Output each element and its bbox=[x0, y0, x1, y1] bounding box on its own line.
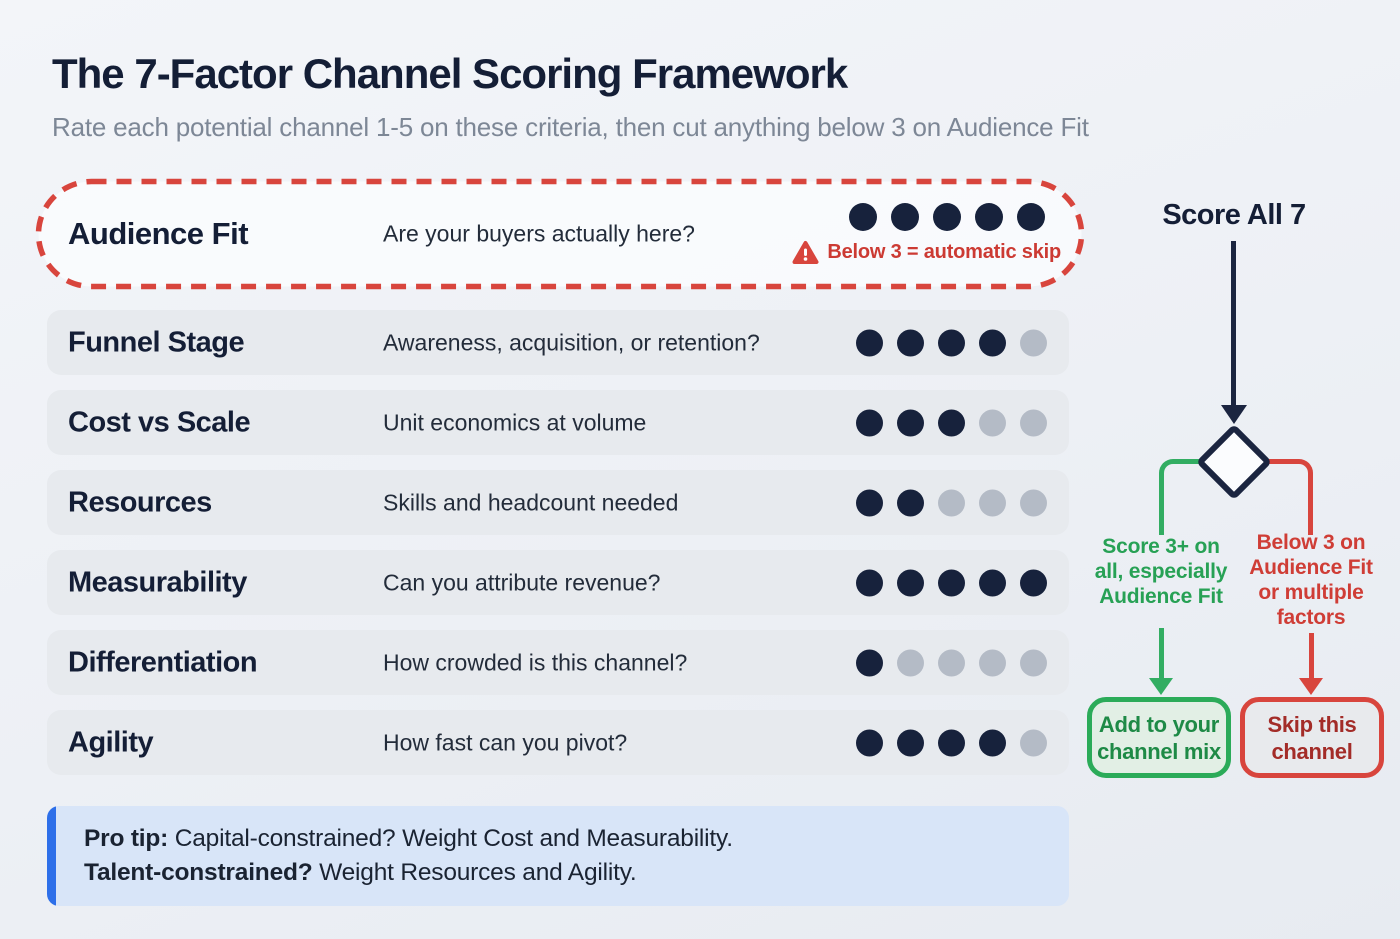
score-dot-filled bbox=[975, 203, 1003, 231]
score-dot-filled bbox=[856, 489, 883, 516]
score-dot-filled bbox=[897, 409, 924, 436]
score-dot-empty bbox=[938, 649, 965, 676]
red-arrow-line bbox=[1309, 633, 1314, 679]
factor-name: Cost vs Scale bbox=[68, 406, 251, 438]
score-dots bbox=[856, 569, 1047, 596]
decision-diamond-shape bbox=[1195, 423, 1273, 501]
page-title: The 7-Factor Channel Scoring Framework bbox=[52, 50, 848, 97]
dashed-red-border bbox=[35, 178, 1085, 290]
score-dot-filled bbox=[938, 409, 965, 436]
factor-description: Awareness, acquisition, or retention? bbox=[383, 329, 760, 355]
factor-rows: Funnel Stage Awareness, acquisition, or … bbox=[47, 310, 1069, 775]
factor-name: Agility bbox=[68, 726, 154, 758]
factor-row: Differentiation How crowded is this chan… bbox=[47, 630, 1069, 695]
green-arrow-down-icon bbox=[1149, 678, 1173, 695]
factor-name: Audience Fit bbox=[68, 216, 249, 251]
green-arrow-line bbox=[1159, 628, 1164, 679]
score-dot-filled bbox=[1017, 203, 1045, 231]
score-dot-filled bbox=[856, 409, 883, 436]
pro-tip-line-1: Pro tip: Capital-constrained? Weight Cos… bbox=[84, 825, 733, 852]
factor-row: Resources Skills and headcount needed bbox=[47, 470, 1069, 535]
score-dots bbox=[856, 649, 1047, 676]
score-dots bbox=[856, 329, 1047, 356]
score-dot-empty bbox=[1020, 729, 1047, 756]
score-dot-filled bbox=[979, 329, 1006, 356]
green-branch-connector bbox=[1159, 459, 1203, 535]
flowchart-title: Score All 7 bbox=[1162, 199, 1306, 231]
factor-description: Are your buyers actually here? bbox=[383, 220, 695, 247]
score-dots bbox=[856, 409, 1047, 436]
score-dots bbox=[856, 489, 1047, 516]
score-dot-filled bbox=[897, 729, 924, 756]
factor-name: Funnel Stage bbox=[68, 326, 245, 358]
score-dot-filled bbox=[856, 329, 883, 356]
factor-name: Measurability bbox=[68, 566, 247, 598]
score-dot-filled bbox=[897, 329, 924, 356]
audience-fit-card: Audience Fit Are your buyers actually he… bbox=[35, 178, 1085, 290]
factor-row: Cost vs Scale Unit economics at volume bbox=[47, 390, 1069, 455]
score-dot-filled bbox=[856, 649, 883, 676]
arrow-down-line bbox=[1231, 241, 1236, 407]
score-dot-filled bbox=[938, 729, 965, 756]
warning-text: Below 3 = automatic skip bbox=[827, 241, 1061, 263]
score-dot-empty bbox=[1020, 649, 1047, 676]
pro-tip-accent-bar bbox=[47, 806, 56, 906]
add-channel-outcome-box: Add to your channel mix bbox=[1087, 697, 1231, 778]
score-dot-empty bbox=[897, 649, 924, 676]
green-branch-label: Score 3+ on all, especially Audience Fit bbox=[1094, 535, 1228, 608]
red-branch-connector bbox=[1266, 459, 1313, 535]
factor-description: Unit economics at volume bbox=[383, 409, 647, 435]
factor-description: Can you attribute revenue? bbox=[383, 569, 661, 595]
score-dot-filled bbox=[897, 489, 924, 516]
factor-description: How crowded is this channel? bbox=[383, 649, 688, 675]
score-dot-filled bbox=[979, 729, 1006, 756]
score-dot-empty bbox=[979, 489, 1006, 516]
factor-row: Funnel Stage Awareness, acquisition, or … bbox=[47, 310, 1069, 375]
score-dot-filled bbox=[938, 329, 965, 356]
score-dot-filled bbox=[938, 569, 965, 596]
factor-description: How fast can you pivot? bbox=[383, 729, 628, 755]
score-dots bbox=[856, 729, 1047, 756]
factor-description: Skills and headcount needed bbox=[383, 489, 679, 515]
score-dot-empty bbox=[1020, 409, 1047, 436]
score-dots bbox=[849, 203, 1045, 231]
pro-tip-text: Pro tip: Capital-constrained? Weight Cos… bbox=[84, 822, 733, 890]
score-dot-filled bbox=[897, 569, 924, 596]
audience-warning: Below 3 = automatic skip bbox=[792, 240, 1061, 265]
score-dot-filled bbox=[856, 729, 883, 756]
score-dot-filled bbox=[849, 203, 877, 231]
score-dot-filled bbox=[933, 203, 961, 231]
score-dot-filled bbox=[1020, 569, 1047, 596]
pro-tip-line-2: Talent-constrained? Weight Resources and… bbox=[84, 859, 637, 886]
page-subtitle: Rate each potential channel 1-5 on these… bbox=[52, 112, 1089, 142]
factor-row: Measurability Can you attribute revenue? bbox=[47, 550, 1069, 615]
factor-name: Resources bbox=[68, 486, 212, 518]
skip-channel-outcome-box: Skip this channel bbox=[1240, 697, 1384, 778]
arrow-down-icon bbox=[1221, 405, 1247, 424]
score-dot-filled bbox=[856, 569, 883, 596]
factor-name: Differentiation bbox=[68, 646, 258, 678]
score-dot-filled bbox=[891, 203, 919, 231]
red-arrow-down-icon bbox=[1299, 678, 1323, 695]
pro-tip-callout: Pro tip: Capital-constrained? Weight Cos… bbox=[47, 806, 1069, 906]
red-branch-label: Below 3 on Audience Fit or multiple fact… bbox=[1249, 531, 1373, 629]
score-dot-filled bbox=[979, 569, 1006, 596]
score-dot-empty bbox=[979, 649, 1006, 676]
score-dot-empty bbox=[1020, 489, 1047, 516]
score-dot-empty bbox=[979, 409, 1006, 436]
factor-row: Agility How fast can you pivot? bbox=[47, 710, 1069, 775]
score-dot-empty bbox=[1020, 329, 1047, 356]
score-dot-empty bbox=[938, 489, 965, 516]
warning-icon bbox=[792, 241, 819, 264]
